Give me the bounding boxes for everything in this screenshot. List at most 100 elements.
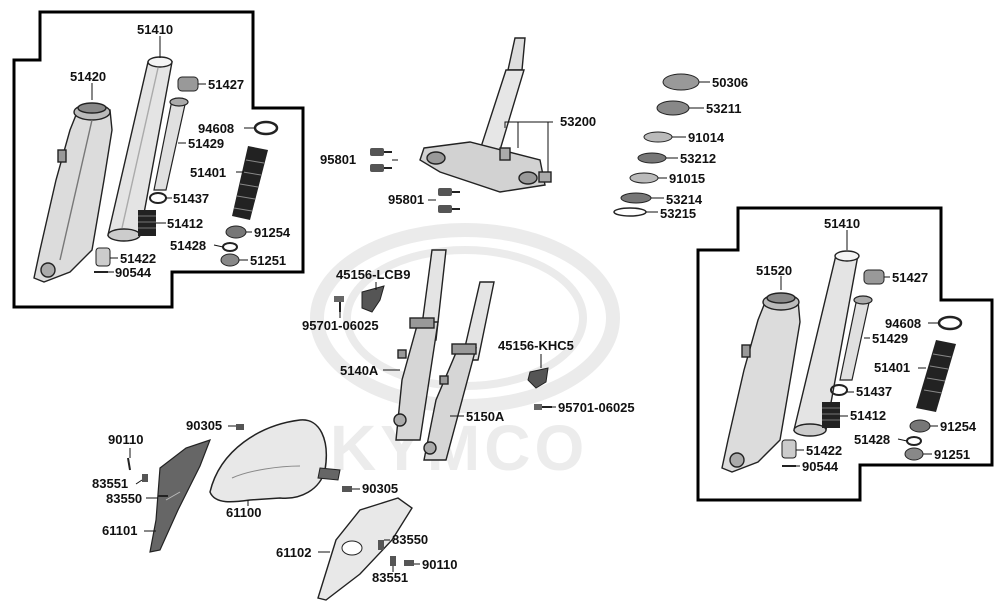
label-91251-right: 91251 — [934, 447, 970, 462]
o-ring-right — [937, 315, 963, 331]
label-51429-right: 51429 — [872, 331, 908, 346]
fender-group: 90305 90110 83551 83550 61101 61100 9030… — [92, 418, 457, 601]
label-51412-right: 51412 — [850, 408, 886, 423]
steering-stem — [419, 37, 552, 193]
bolts-95801-upper — [370, 148, 392, 172]
bolt-90305-right — [342, 486, 352, 492]
label-91254-left: 91254 — [254, 225, 291, 240]
oil-seal-left — [225, 225, 247, 239]
clip-90110-right — [404, 560, 414, 566]
label-5140a: 5140A — [340, 363, 379, 378]
nut-top — [662, 73, 700, 91]
label-53215: 53215 — [660, 206, 696, 221]
label-83551-left: 83551 — [92, 476, 128, 491]
bracket-left — [361, 285, 385, 313]
race-top — [643, 131, 673, 143]
label-90544-right: 90544 — [802, 459, 839, 474]
right-fork-box: 51410 51520 51427 94608 51429 51401 5143… — [696, 206, 994, 502]
cone-upper — [637, 152, 667, 164]
label-95801-lower: 95801 — [388, 192, 424, 207]
right-leaders — [780, 230, 939, 467]
screw-83551-right — [390, 556, 396, 566]
bolts-95801-lower — [438, 188, 460, 213]
pipe-part-right — [839, 295, 873, 381]
label-91015: 91015 — [669, 171, 705, 186]
label-51427-left: 51427 — [208, 77, 244, 92]
rebound-spring-right — [822, 402, 840, 428]
label-90305-top: 90305 — [186, 418, 222, 433]
label-51422-left: 51422 — [120, 251, 156, 266]
fork-tube-right — [793, 250, 860, 437]
label-51422-right: 51422 — [806, 443, 842, 458]
label-51410-left: 51410 — [137, 22, 173, 37]
cap-part-left — [177, 76, 199, 92]
label-5150a: 5150A — [466, 409, 505, 424]
label-51401-right: 51401 — [874, 360, 910, 375]
dust-seal-left — [220, 253, 240, 267]
label-61100: 61100 — [226, 505, 261, 520]
bracket-right — [527, 367, 549, 389]
label-94608-right: 94608 — [885, 316, 921, 331]
fork-body-right — [721, 292, 801, 473]
center-fork-leaders — [339, 282, 556, 417]
label-51420: 51420 — [70, 69, 106, 84]
label-95801-upper: 95801 — [320, 152, 356, 167]
label-53200: 53200 — [560, 114, 596, 129]
washer-left — [149, 192, 167, 204]
label-91254-right: 91254 — [940, 419, 977, 434]
label-83550-left: 83550 — [106, 491, 142, 506]
screw-left — [334, 296, 344, 302]
label-51428-left: 51428 — [170, 238, 206, 253]
dust-seal-right — [904, 447, 924, 461]
nut-adjust — [656, 100, 690, 116]
label-51427-right: 51427 — [892, 270, 928, 285]
fender-leaders — [129, 425, 420, 572]
fork-body-left — [33, 102, 113, 283]
label-53211: 53211 — [706, 101, 741, 116]
label-90544-left: 90544 — [115, 265, 152, 280]
label-90110-left: 90110 — [108, 432, 143, 447]
label-61101: 61101 — [102, 523, 137, 538]
oil-seal-right — [909, 419, 931, 433]
label-45156-lcb9: 45156-LCB9 — [336, 267, 410, 282]
label-95701-right: 95701-06025 — [558, 400, 635, 415]
label-51437-left: 51437 — [173, 191, 209, 206]
left-leaders — [91, 36, 255, 273]
label-90305-right: 90305 — [362, 481, 398, 496]
label-91014: 91014 — [688, 130, 725, 145]
label-51428-right: 51428 — [854, 432, 890, 447]
rebound-spring-left — [138, 210, 156, 236]
label-83550-right: 83550 — [392, 532, 428, 547]
label-53212: 53212 — [680, 151, 716, 166]
stopper-ring-right — [906, 436, 922, 446]
label-51429-left: 51429 — [188, 136, 224, 151]
fork-tube-left — [107, 56, 173, 242]
label-95701-left: 95701-06025 — [302, 318, 379, 333]
dust-seal-steer — [613, 207, 647, 217]
label-90110-right: 90110 — [422, 557, 457, 572]
spring-part-right — [916, 340, 956, 412]
label-51520: 51520 — [756, 263, 792, 278]
label-51437-right: 51437 — [856, 384, 892, 399]
race-lower — [629, 172, 659, 184]
pipe-part-left — [153, 97, 189, 191]
screw-83551-left — [142, 474, 148, 482]
cap-part-right — [863, 269, 885, 285]
label-50306: 50306 — [712, 75, 748, 90]
label-61102: 61102 — [276, 545, 311, 560]
steering-stem-group: 53200 95801 95801 50306 53211 91014 5321… — [320, 37, 748, 221]
bolt-piece-right — [781, 439, 797, 459]
label-83551-right: 83551 — [372, 570, 408, 585]
steering-leaders — [392, 81, 710, 213]
washer-right — [830, 384, 848, 396]
cover-61102 — [317, 497, 413, 601]
label-94608-left: 94608 — [198, 121, 234, 136]
label-51401-left: 51401 — [190, 165, 226, 180]
left-fork-box: 51410 51420 51427 94608 51429 51401 5143… — [12, 10, 305, 309]
label-53214: 53214 — [666, 192, 703, 207]
screw-83550-right — [378, 540, 384, 550]
screw-right — [534, 404, 542, 410]
center-forks-group: 45156-LCB9 95701-06025 5140A 45156-KHC5 … — [302, 249, 635, 461]
